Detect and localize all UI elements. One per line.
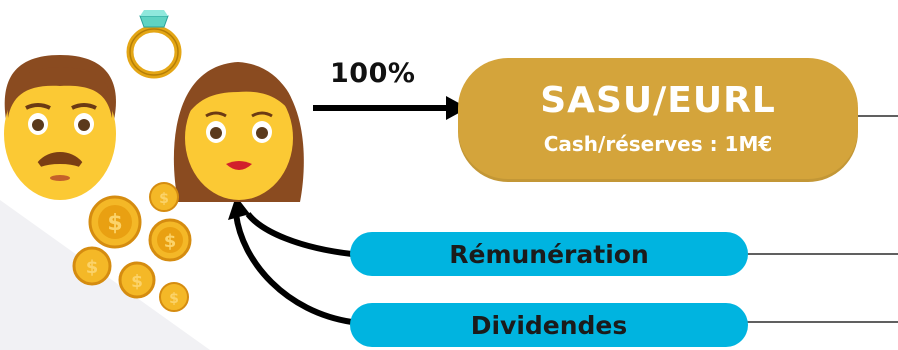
man-emoji-icon (4, 55, 116, 200)
return-arrowhead (228, 196, 250, 220)
svg-text:$: $ (169, 291, 179, 307)
company-name: SASU/EURL (540, 80, 776, 121)
remuneration-return-arrow (245, 212, 353, 257)
company-cash-reserves: Cash/réserves : 1M€ (543, 132, 773, 156)
svg-text:$: $ (164, 231, 177, 252)
dividends-return-arrow (233, 213, 353, 325)
company-box: SASU/EURL Cash/réserves : 1M€ (458, 58, 858, 182)
svg-text:$: $ (159, 191, 169, 207)
ownership-percentage: 100% (330, 58, 416, 89)
svg-text:$: $ (107, 211, 122, 236)
ownership-arrow (313, 96, 468, 120)
svg-text:$: $ (131, 272, 143, 292)
woman-emoji-icon (173, 62, 304, 202)
dividends-pill: Dividendes (350, 303, 748, 347)
gold-coins-icon: $ $ $ $ $ $ (72, 182, 192, 312)
remuneration-pill: Rémunération (350, 232, 748, 276)
svg-text:$: $ (86, 257, 99, 278)
ring-icon (126, 10, 182, 79)
